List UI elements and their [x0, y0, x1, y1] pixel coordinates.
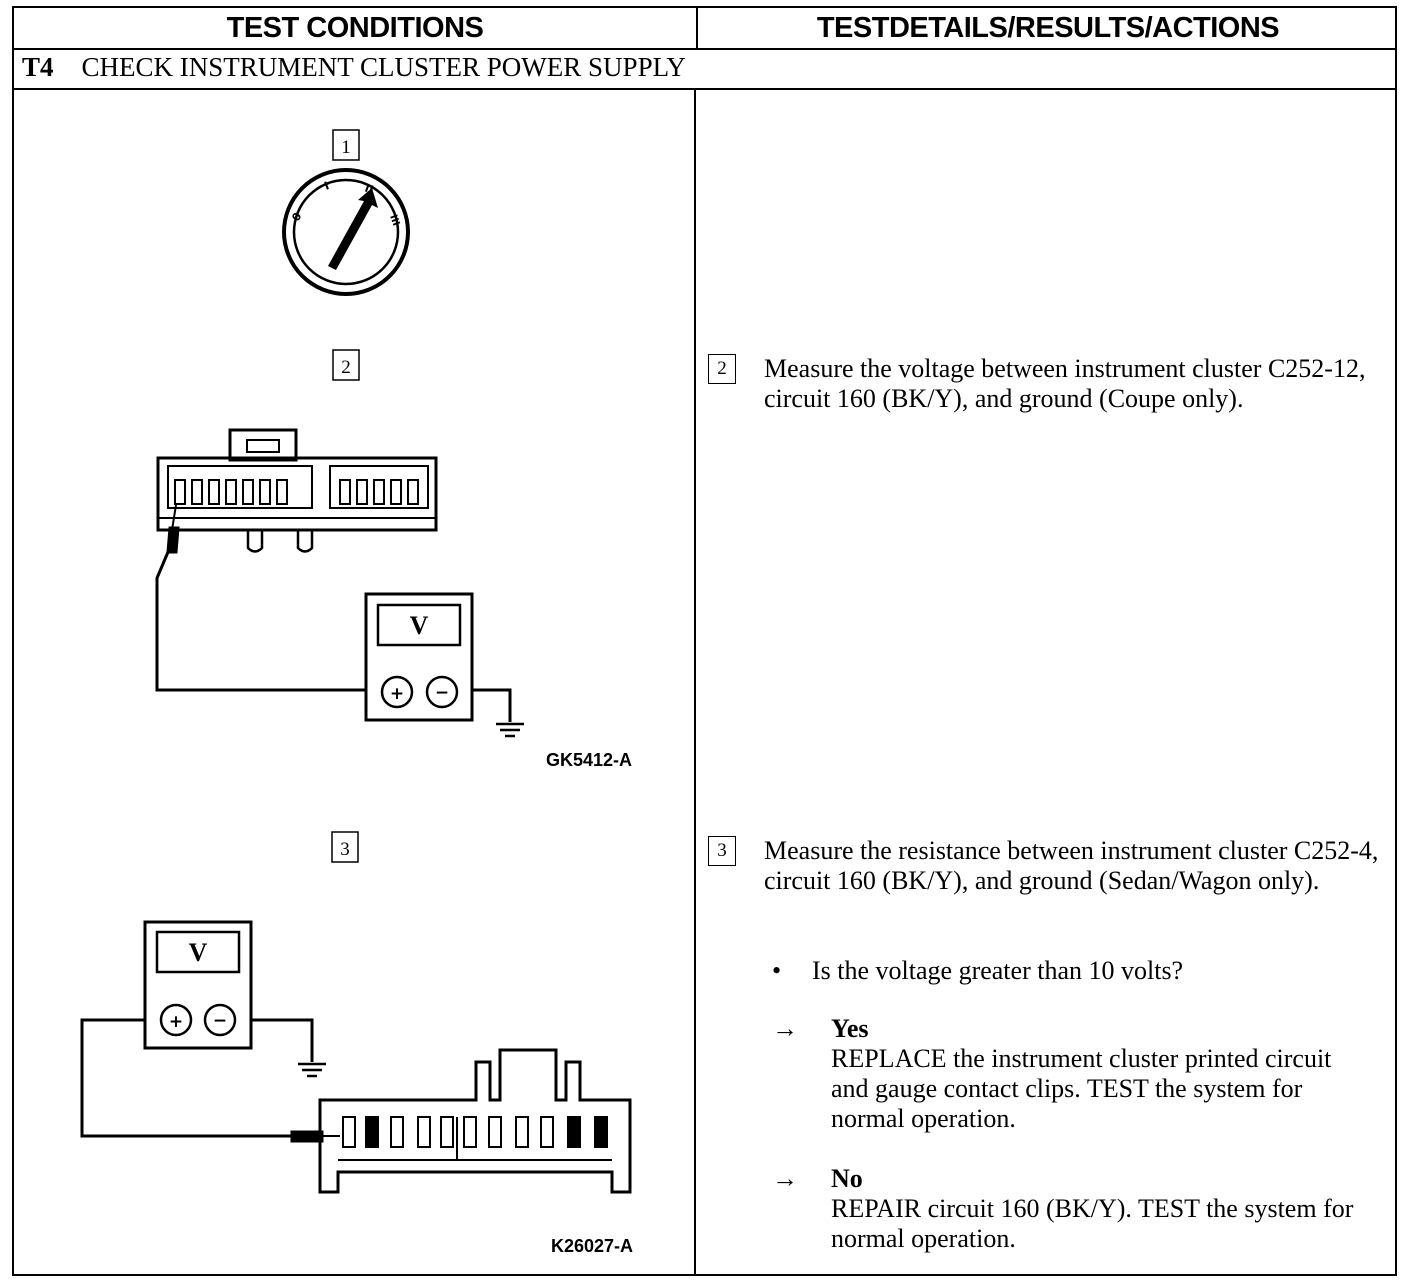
detail-step3-number: 3	[708, 836, 736, 866]
yes-result: Yes REPLACE the instrument cluster print…	[831, 1014, 1361, 1134]
figure-label-gk5412: GK5412-A	[546, 750, 633, 770]
no-arrow-icon: →	[772, 1164, 798, 1193]
figure-label-k26027: K26027-A	[551, 1236, 634, 1256]
plus-terminal-fig2: +	[390, 684, 404, 704]
title-divider	[14, 88, 1395, 90]
detail-step3-text: Measure the resistance between instrumen…	[764, 836, 1379, 895]
no-label: No	[831, 1164, 863, 1193]
minus-terminal-fig3: −	[213, 1011, 227, 1031]
ign-pos-3: III	[387, 213, 401, 227]
step2-number-box	[332, 349, 360, 381]
ignition-switch-icon: 0 I II III	[282, 168, 410, 296]
question-bullet: •	[772, 956, 782, 985]
test-lead-fig2	[155, 504, 524, 738]
test-lead-fig3	[80, 1018, 340, 1143]
voltmeter-fig2: V + −	[364, 592, 474, 722]
header-divider	[14, 48, 1395, 50]
question-text: Is the voltage greater than 10 volts?	[812, 956, 1184, 985]
no-result: No REPAIR circuit 160 (BK/Y). TEST the s…	[831, 1164, 1361, 1254]
step3-number: 3	[340, 839, 350, 860]
step1-number-box	[332, 129, 360, 161]
detail-step2-text: Measure the voltage between instrument c…	[764, 354, 1366, 413]
yes-text: REPLACE the instrument cluster printed c…	[831, 1044, 1332, 1133]
section-title-text: CHECK INSTRUMENT CLUSTER POWER SUPPLY	[81, 52, 686, 82]
yes-arrow-icon: →	[772, 1014, 798, 1043]
connector-c252-coupe	[156, 428, 438, 553]
step1-number: 1	[341, 137, 351, 158]
voltmeter-fig3-label: V	[189, 938, 208, 967]
voltmeter-fig3: V + −	[143, 920, 253, 1050]
voltmeter-fig2-label: V	[410, 611, 429, 640]
ign-pos-1: I	[323, 179, 331, 193]
body-column-divider	[694, 88, 696, 1274]
detail-step2-number: 2	[708, 354, 736, 384]
connector-c252-sedan	[318, 1048, 632, 1194]
no-text: REPAIR circuit 160 (BK/Y). TEST the syst…	[831, 1194, 1354, 1253]
section-code: T4	[22, 52, 54, 82]
minus-terminal-fig2: −	[435, 683, 449, 703]
plus-terminal-fig3: +	[169, 1012, 183, 1032]
header-test-details: TESTDETAILS/RESULTS/ACTIONS	[816, 11, 1280, 44]
step2-number: 2	[341, 357, 351, 378]
header-column-divider	[696, 8, 698, 48]
step3-number-box	[331, 831, 359, 863]
yes-label: Yes	[831, 1014, 869, 1043]
header-test-conditions: TEST CONDITIONS	[226, 11, 484, 44]
section-title: T4 CHECK INSTRUMENT CLUSTER POWER SUPPLY	[22, 52, 686, 83]
test-table: TEST CONDITIONS TESTDETAILS/RESULTS/ACTI…	[12, 6, 1397, 1276]
